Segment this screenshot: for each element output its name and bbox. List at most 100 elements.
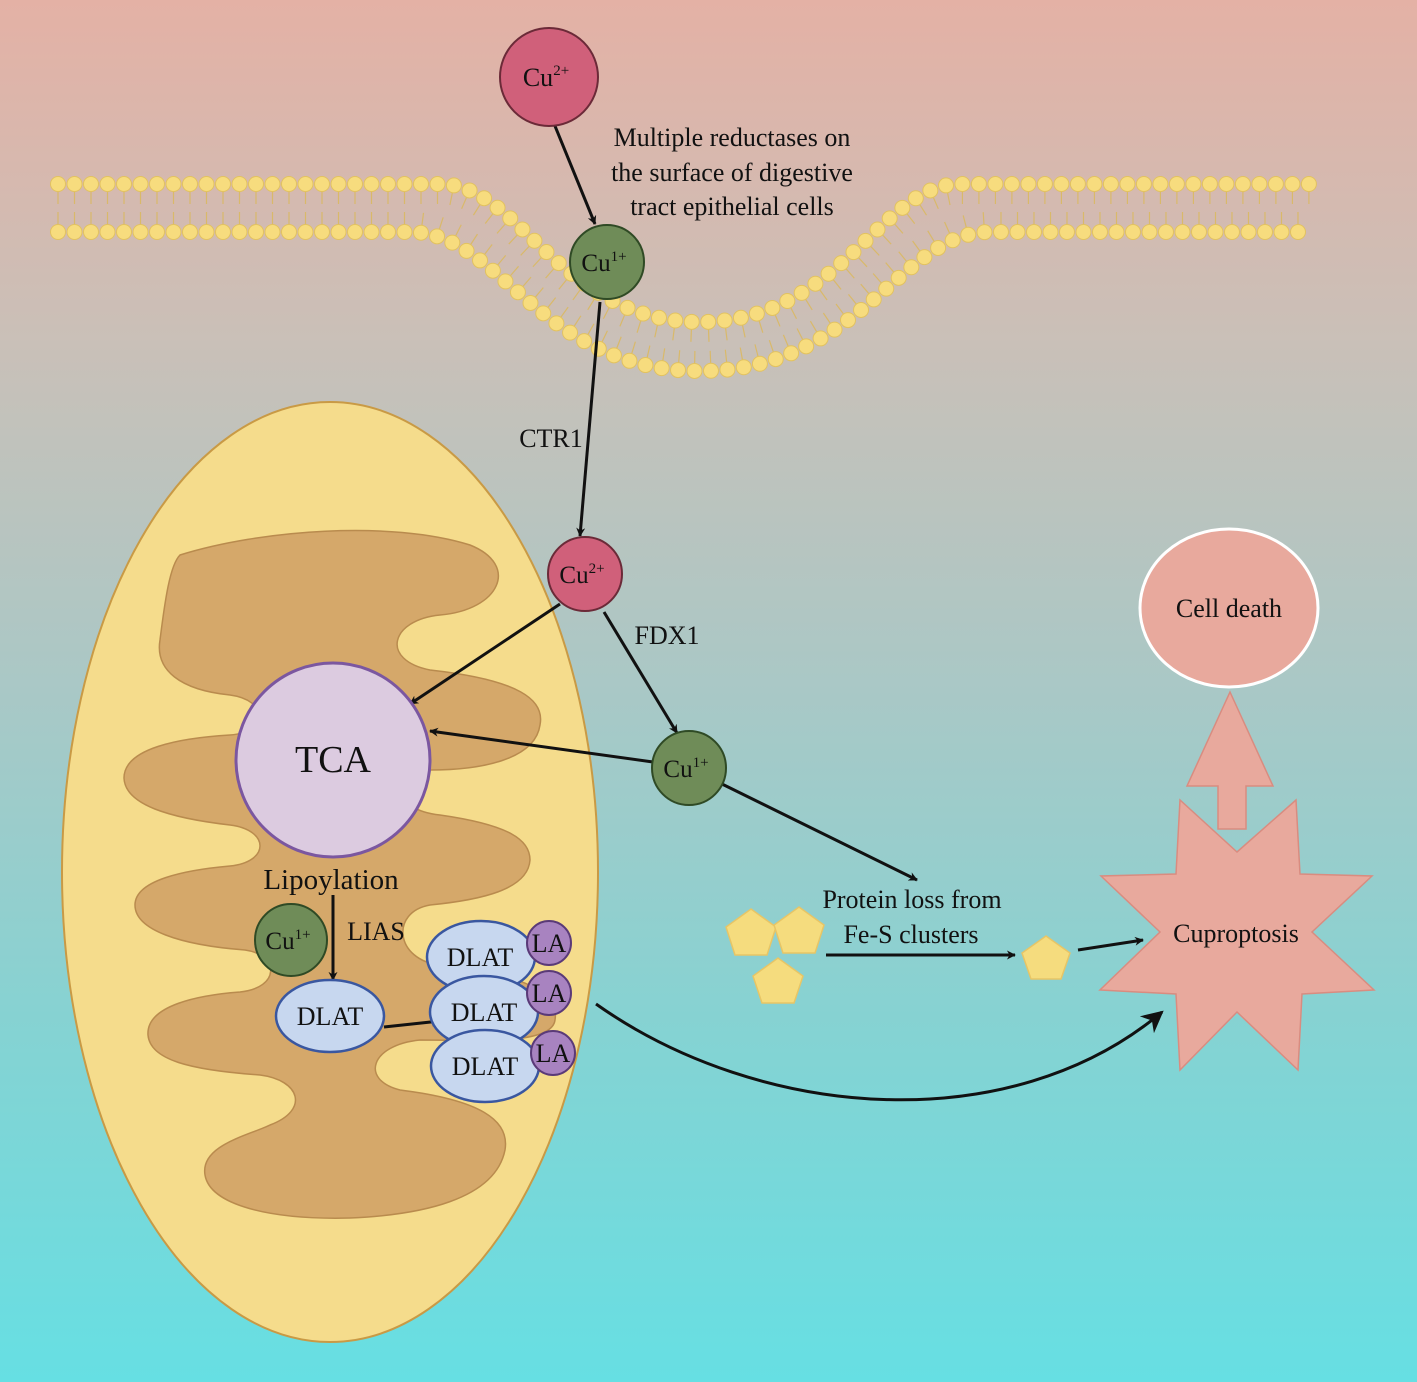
lipid-head (635, 305, 652, 322)
lipid-head (1009, 224, 1026, 240)
lipid-head (472, 252, 489, 269)
lipid-head (231, 224, 248, 240)
lipid-head (1185, 176, 1202, 192)
lipid-head (522, 294, 539, 311)
lipid-head (83, 176, 99, 192)
lipid-head (526, 232, 543, 249)
lipid-head (132, 224, 149, 240)
lipid-head (429, 176, 446, 192)
lipid-head (1223, 224, 1240, 240)
lipid-head (198, 224, 215, 240)
lipid-head (779, 293, 796, 310)
lipid-head (1174, 224, 1191, 240)
lipid-head (992, 224, 1009, 240)
lipid-head (807, 275, 824, 292)
lipid-head (903, 259, 920, 276)
lipid-head (330, 224, 347, 240)
lipid-head (314, 176, 330, 192)
fdx1-label: FDX1 (634, 621, 699, 650)
lipid-head (1152, 176, 1169, 192)
fe-s-cluster-3 (752, 957, 804, 1004)
lipid-head (820, 265, 837, 282)
lipid-head (605, 347, 622, 364)
arrow-to-cuproptosis (1077, 936, 1144, 952)
lipid-head (248, 176, 264, 192)
lipid-head (970, 176, 987, 192)
lipid-head (1042, 224, 1059, 240)
lipid-head (1036, 176, 1053, 192)
lipid-head (930, 239, 947, 256)
arrow-cuproptosis-to-cell-death (1185, 690, 1275, 830)
lipid-head (149, 176, 165, 192)
dlat-protein: DLAT (274, 978, 386, 1054)
lipid-head (535, 305, 552, 322)
lipid-head (198, 176, 215, 192)
lipid-head (916, 249, 933, 266)
lipid-head (1190, 224, 1207, 240)
lipid-head (637, 357, 654, 374)
ion-label: Cu1+ (663, 755, 708, 783)
lipid-head (458, 242, 475, 259)
lipid-head (1240, 224, 1257, 240)
dlat-label: DLAT (297, 1002, 364, 1031)
lipoylation-label: Lipoylation (263, 864, 399, 896)
lipid-head (590, 340, 607, 357)
lipid-head (461, 182, 478, 199)
lipid-head (489, 199, 506, 216)
la-label: LA (536, 1039, 571, 1068)
lipid-head (907, 190, 924, 207)
lipid-head (751, 355, 768, 372)
lipid-head (182, 176, 198, 192)
lipid-head (1256, 224, 1273, 240)
lipid-head (1135, 176, 1152, 192)
lipid-head (987, 176, 1004, 192)
lipid-head (396, 176, 413, 192)
dlat-la-complex: DLAT LA DLAT LA DLAT LA (425, 919, 576, 1104)
tca-cycle: TCA (234, 661, 432, 859)
lipid-head (363, 176, 380, 192)
cuproptosis-node: Cuproptosis (1098, 798, 1376, 1072)
lipid-head (116, 224, 132, 240)
lipid-head (484, 262, 501, 279)
lipid-head (944, 232, 961, 249)
lipid-head (732, 309, 749, 326)
lipid-head (50, 176, 66, 192)
lipid-head (576, 333, 593, 350)
reductases-label-line3: tract epithelial cells (630, 192, 834, 221)
ion-label: Cu2+ (523, 63, 569, 92)
lipid-head (509, 284, 526, 301)
lipid-head (116, 176, 132, 192)
lipid-head (621, 352, 638, 369)
lipid-head (215, 176, 231, 192)
lipid-head (1020, 176, 1037, 192)
lipid-head (869, 221, 886, 238)
protein-loss-label-line2: Fe-S clusters (843, 920, 978, 949)
lipid-head (476, 190, 493, 207)
lipid-head (1075, 224, 1092, 240)
lipid-head (735, 359, 752, 376)
lipid-head (1201, 176, 1218, 192)
lipid-head (853, 301, 870, 318)
lipid-head (960, 226, 977, 243)
lipid-head (1207, 224, 1224, 240)
lipid-head (1119, 176, 1136, 192)
lipid-head (1091, 224, 1108, 240)
lipid-head (514, 221, 531, 238)
lipid-head (857, 232, 874, 249)
cell-death-label: Cell death (1176, 594, 1282, 623)
ion-label: Cu2+ (559, 561, 604, 589)
lipid-head (562, 324, 579, 341)
lipid-head (83, 224, 99, 240)
lipid-head (1069, 176, 1086, 192)
lipid-head (1157, 224, 1174, 240)
reductases-label-line2: the surface of digestive (611, 158, 853, 187)
dlat-la-1: DLAT LA (425, 919, 572, 995)
lipid-head (497, 273, 514, 290)
ion-label: Cu1+ (581, 249, 626, 277)
protein-loss-label-line1: Protein loss from (822, 885, 1001, 914)
lipid-head (670, 362, 687, 379)
lipid-head (719, 361, 736, 378)
cell-death-node: Cell death (1138, 527, 1320, 689)
lipid-head (764, 299, 781, 316)
